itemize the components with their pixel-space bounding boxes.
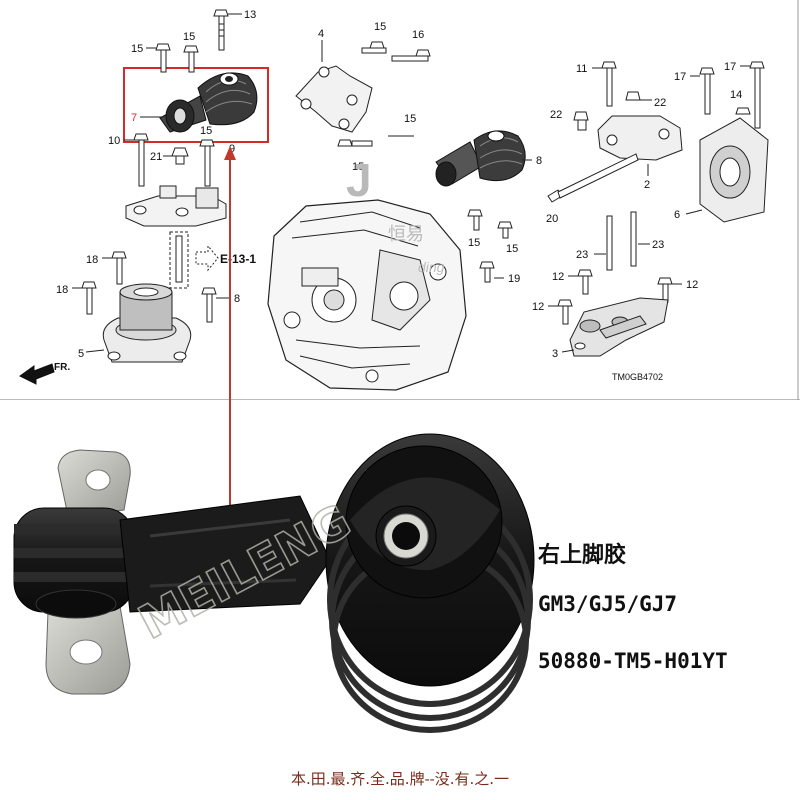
callout-17-b: 17 — [724, 61, 736, 73]
callout-5: 5 — [78, 348, 84, 360]
large-bushing-ring — [325, 433, 535, 733]
callout-23-b: 23 — [652, 239, 664, 251]
bolt-17-a — [699, 67, 715, 115]
bolt-10 — [133, 133, 149, 187]
callout-15-c: 15 — [200, 125, 212, 137]
reference-arrow — [195, 244, 219, 272]
bolt-15-engine-b — [467, 209, 483, 231]
callout-15-f: 15 — [352, 161, 364, 173]
nut-22-left — [573, 111, 589, 131]
stud-23-right — [630, 211, 637, 267]
ref-label-e13: E-13-1 — [220, 252, 256, 266]
callout-15-h: 15 — [506, 243, 518, 255]
callout-8-a: 8 — [234, 293, 240, 305]
callout-15-d: 15 — [374, 21, 386, 33]
callout-15-b: 15 — [183, 31, 195, 43]
nut-21 — [171, 147, 189, 165]
callout-15-g: 15 — [468, 237, 480, 249]
diagram-watermark-logo: J — [346, 154, 372, 206]
bolt-8-left — [201, 287, 217, 323]
callout-3: 3 — [552, 348, 558, 360]
stud-23-left — [606, 215, 613, 271]
callout-10: 10 — [108, 135, 120, 147]
product-part-number: 50880-TM5-H01YT — [538, 649, 728, 673]
upper-mount-part-8 — [435, 130, 526, 187]
callout-13: 13 — [244, 9, 256, 21]
callout-8-b: 8 — [536, 155, 542, 167]
callout-11: 11 — [576, 63, 587, 75]
long-bolt-20 — [547, 153, 639, 203]
callout-22-b: 22 — [550, 109, 562, 121]
callout-17-a: 17 — [674, 71, 686, 83]
callout-19: 19 — [508, 273, 520, 285]
bolt-15-engine-c — [497, 221, 513, 239]
mount-arm — [119, 495, 331, 613]
callout-2: 2 — [644, 179, 650, 191]
bracket-part-4 — [295, 65, 373, 133]
bolt-14 — [735, 107, 751, 115]
highlight-box — [123, 67, 269, 143]
bolt-15-left-engine — [337, 139, 373, 147]
callout-14: 14 — [730, 89, 742, 101]
front-direction-arrow — [19, 363, 55, 385]
side-mount-part-6 — [699, 117, 769, 223]
front-label: FR. — [54, 362, 70, 373]
upper-mount-part-7 — [159, 72, 258, 133]
callout-15-a: 15 — [131, 43, 143, 55]
bolt-12-b — [657, 277, 673, 303]
bottom-tab-hole — [69, 639, 103, 665]
bolt-15-right — [199, 139, 215, 187]
engine-assembly — [267, 199, 467, 391]
callout-4: 4 — [318, 28, 324, 40]
top-tab-hole — [85, 469, 111, 491]
callout-23-a: 23 — [576, 249, 588, 261]
lower-mount-part-5 — [102, 283, 192, 363]
bolt-16 — [391, 49, 431, 62]
bolt-19 — [479, 261, 495, 283]
callout-16: 16 — [412, 29, 424, 41]
bolt-18-upper — [111, 251, 127, 285]
bolt-15-top — [361, 41, 387, 54]
diagram-watermark-chars: 恒易 — [388, 224, 424, 244]
callout-18-b: 18 — [56, 284, 68, 296]
callout-7: 7 — [131, 112, 137, 124]
bolt-15-left — [155, 43, 171, 73]
bolt-18-lower — [81, 281, 97, 315]
bolt-12-c — [557, 299, 573, 325]
bolt-17-b — [749, 61, 765, 129]
callout-12-b: 12 — [686, 279, 698, 291]
bolt-13 — [213, 9, 229, 51]
callout-20: 20 — [546, 213, 558, 225]
lower-bracket — [125, 185, 227, 227]
callout-12-c: 12 — [532, 301, 544, 313]
callout-18-a: 18 — [86, 254, 98, 266]
footer-slogan: 本.田.最.齐.全.品.牌--没.有.之.一 — [290, 770, 510, 788]
red-arrowhead — [224, 146, 236, 160]
nut-22-right — [625, 91, 641, 101]
bolt-11 — [601, 61, 617, 107]
figure-code: TM0GB4702 — [612, 372, 663, 382]
product-models: GM3/GJ5/GJ7 — [538, 592, 678, 616]
bolt-15-mid — [183, 45, 199, 73]
callout-12-a: 12 — [552, 271, 564, 283]
diagram-watermark-word: ding — [418, 259, 445, 275]
small-bushing — [13, 507, 135, 619]
stud-dashed — [169, 231, 189, 289]
product-photo: MEILENG — [13, 400, 535, 733]
callout-6: 6 — [674, 209, 680, 221]
bracket-part-2 — [597, 115, 683, 161]
callout-21: 21 — [150, 151, 162, 163]
lower-bracket-part-3 — [569, 297, 669, 357]
product-name: 右上脚胶 — [538, 543, 627, 568]
callout-15-e: 15 — [404, 113, 416, 125]
callout-9: 9 — [229, 143, 235, 155]
parts-diagram: 13 15 15 7 10 21 15 — [0, 0, 800, 400]
bolt-12-a — [577, 269, 593, 295]
callout-22-a: 22 — [654, 97, 666, 109]
